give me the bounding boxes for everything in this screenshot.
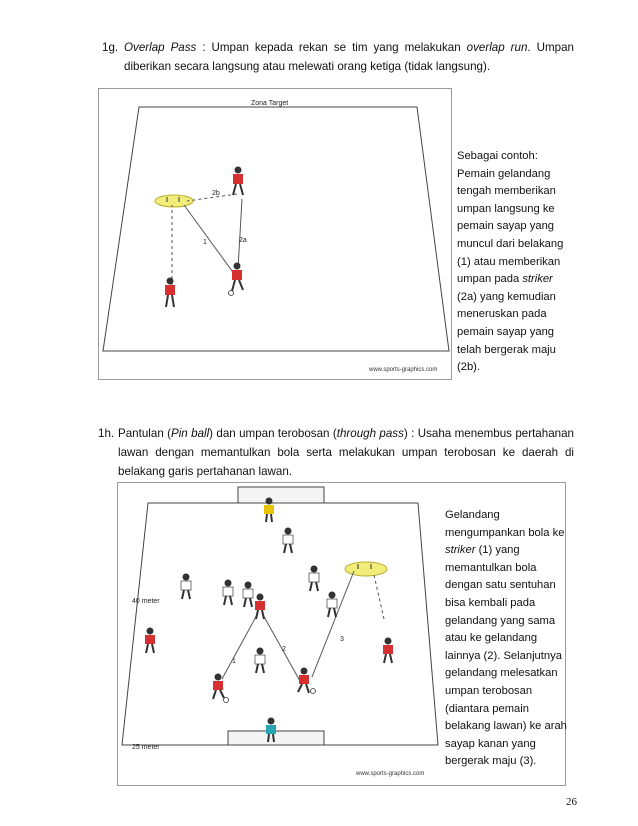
pitch2-outline	[122, 503, 438, 745]
section-1g-line-1: Overlap Pass : Umpan kepada rekan se tim…	[102, 38, 574, 57]
pass-label-2b: 2b	[212, 190, 220, 197]
pitch-outline	[103, 107, 449, 351]
distance-40-label: 40 meter	[132, 598, 160, 605]
figure-overlap-pass: Zona Target 1 2a 2b	[98, 88, 452, 380]
section-1g-paragraph: 1g. Overlap Pass : Umpan kepada rekan se…	[102, 38, 574, 76]
term-overlap-pass: Overlap Pass	[124, 41, 196, 54]
overlap-pass-diagram: Zona Target 1 2a 2b	[99, 89, 451, 379]
pass2-label-3: 3	[340, 636, 344, 643]
pass2-label-2: 2	[282, 646, 286, 653]
section-1h-line-1: Pantulan (Pin ball) dan umpan terobosan …	[98, 424, 574, 443]
section-1h-number: 1h.	[98, 424, 114, 443]
section-1g-line-2: diberikan secara langsung atau melewati …	[102, 57, 574, 76]
figure1-caption: Sebagai contoh: Pemain gelandang tengah …	[457, 148, 563, 377]
figure1-watermark: www.sports-graphics.com	[368, 367, 437, 373]
page-number: 26	[566, 796, 577, 808]
pass2-label-1: 1	[232, 658, 236, 665]
distance-25-label: 25 meter	[132, 744, 160, 751]
section-1h-line-3: belakang garis pertahanan lawan.	[98, 462, 574, 481]
figure2-watermark: www.sports-graphics.com	[355, 771, 424, 777]
figure-pin-ball-through-pass: 40 meter 25 meter 1 2 3	[117, 482, 566, 786]
top-goal	[238, 487, 324, 503]
zone-target-label: Zona Target	[251, 100, 288, 107]
figure2-caption: Gelandang mengumpankan bola ke striker (…	[445, 507, 567, 771]
section-1g-number: 1g.	[102, 38, 118, 57]
section-1h-paragraph: 1h. Pantulan (Pin ball) dan umpan terobo…	[98, 424, 574, 481]
section-1h-line-2: lawan dengan memantulkan bola serta mela…	[98, 443, 574, 462]
pass-label-2a: 2a	[239, 237, 247, 244]
term-overlap-run: overlap run	[467, 41, 528, 54]
pass-label-1: 1	[203, 239, 207, 246]
target-zone-2	[345, 562, 387, 576]
